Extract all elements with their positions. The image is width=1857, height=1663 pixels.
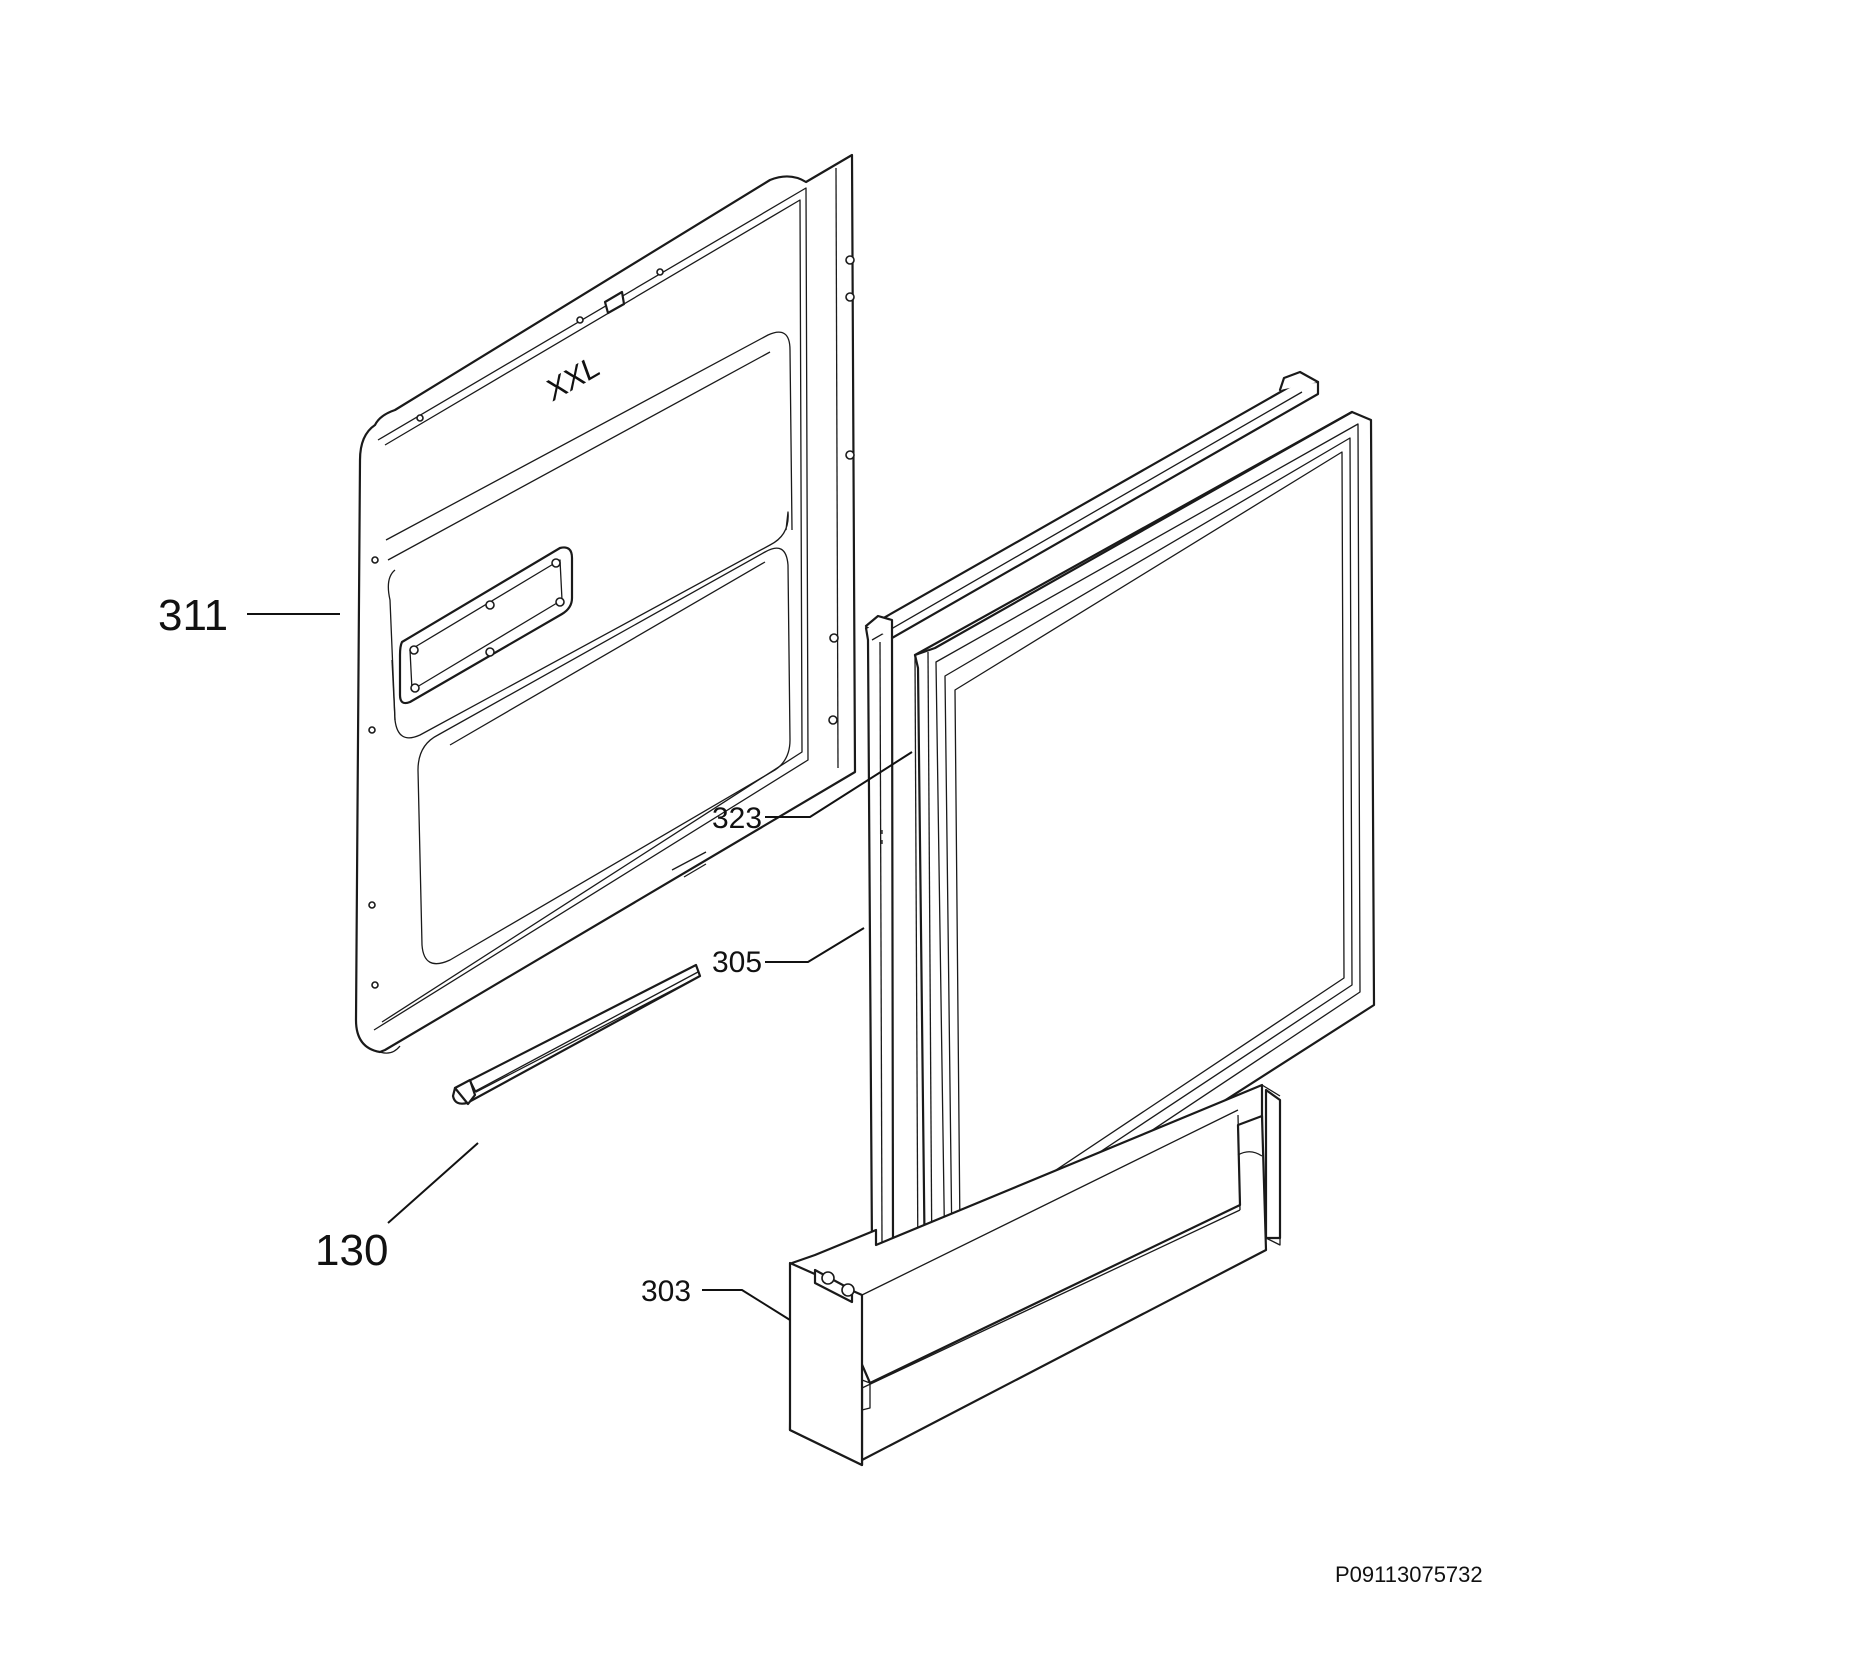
drawing-reference: P09113075732 xyxy=(1335,1562,1483,1587)
label-305: 305 xyxy=(712,946,762,979)
leader-line-305 xyxy=(765,927,865,963)
label-303: 303 xyxy=(641,1275,691,1308)
leader-line-323 xyxy=(765,751,913,818)
outer-frame xyxy=(864,370,1320,1252)
bottom-kickplate xyxy=(788,1083,1282,1467)
label-130: 130 xyxy=(315,1226,388,1275)
label-311: 311 xyxy=(158,591,228,640)
label-323: 323 xyxy=(712,802,762,835)
door-seal-strip xyxy=(451,851,707,1106)
leader-line-130 xyxy=(387,1142,479,1224)
leader-line-303 xyxy=(702,1289,791,1321)
inner-door-panel: XXL xyxy=(354,153,857,1054)
